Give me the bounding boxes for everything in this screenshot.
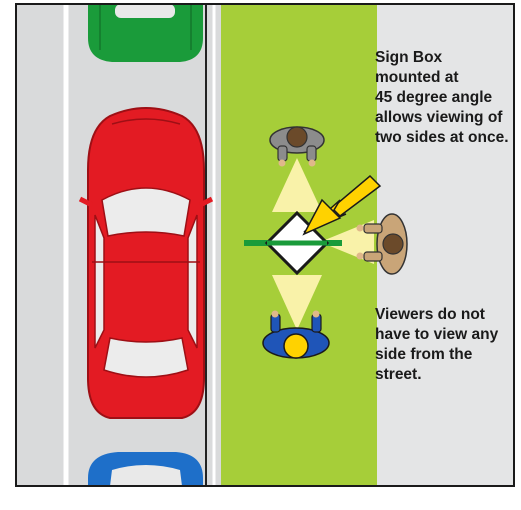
note-line: allows viewing of <box>375 108 515 128</box>
sign-box-note: Sign Box mounted at 45 degree angle allo… <box>375 48 515 148</box>
note-line: 45 degree angle <box>375 88 515 108</box>
note-line: side from the <box>375 345 515 365</box>
car-icon <box>88 452 203 486</box>
note-line: Sign Box <box>375 48 515 68</box>
note-line: mounted at <box>375 68 515 88</box>
viewers-note: Viewers do not have to view any side fro… <box>375 305 515 385</box>
note-line: two sides at once. <box>375 128 515 148</box>
note-line: have to view any <box>375 325 515 345</box>
car-icon <box>88 4 203 62</box>
note-line: Viewers do not <box>375 305 515 325</box>
car-icon <box>80 108 212 418</box>
note-line: street. <box>375 365 515 385</box>
